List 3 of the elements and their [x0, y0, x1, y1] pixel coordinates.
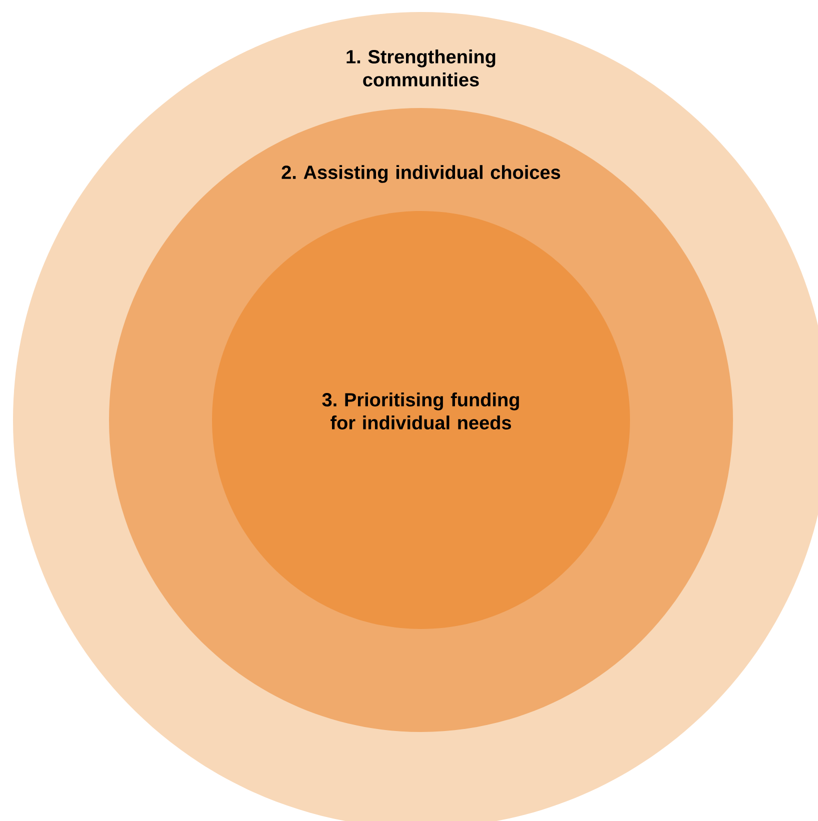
- circle-label: 1. Strengthening communities: [346, 50, 496, 86]
- circle-label: 3. Prioritising funding for individual needs: [322, 392, 519, 430]
- circle-label: 2. Assisting individual choices: [282, 165, 560, 183]
